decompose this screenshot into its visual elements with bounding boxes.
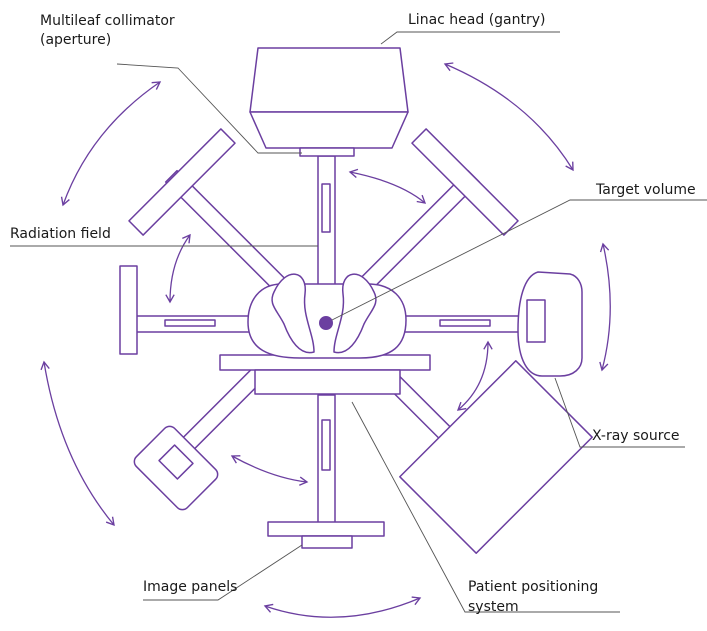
arm-down	[317, 394, 336, 524]
leader-lines	[10, 31, 707, 613]
patient-body	[247, 273, 407, 359]
xray-source	[517, 271, 583, 377]
rotation-arrows	[40, 62, 611, 618]
image-panel-bottom	[267, 521, 385, 549]
label-multileaf-collimator-line1: Multileaf collimator	[40, 13, 175, 29]
label-multileaf-collimator-line2: (aperture)	[40, 32, 112, 48]
arm-right	[399, 315, 521, 333]
target-volume-dot	[319, 316, 333, 330]
label-patient-positioning-line1: Patient positioning	[468, 579, 599, 595]
label-patient-positioning-line2: system	[468, 599, 519, 615]
lower-right-panel	[399, 360, 593, 554]
label-xray-source: X-ray source	[592, 428, 680, 444]
arm-left	[119, 265, 264, 355]
arm-upper-right	[339, 128, 519, 311]
arm-upper-left	[128, 128, 306, 311]
label-radiation-field: Radiation field	[10, 226, 111, 242]
label-target-volume: Target volume	[596, 182, 696, 198]
image-panel-lower-left	[133, 425, 219, 511]
label-linac-head: Linac head (gantry)	[408, 12, 546, 28]
label-image-panels: Image panels	[143, 579, 238, 595]
linac-head-gantry	[249, 47, 409, 157]
